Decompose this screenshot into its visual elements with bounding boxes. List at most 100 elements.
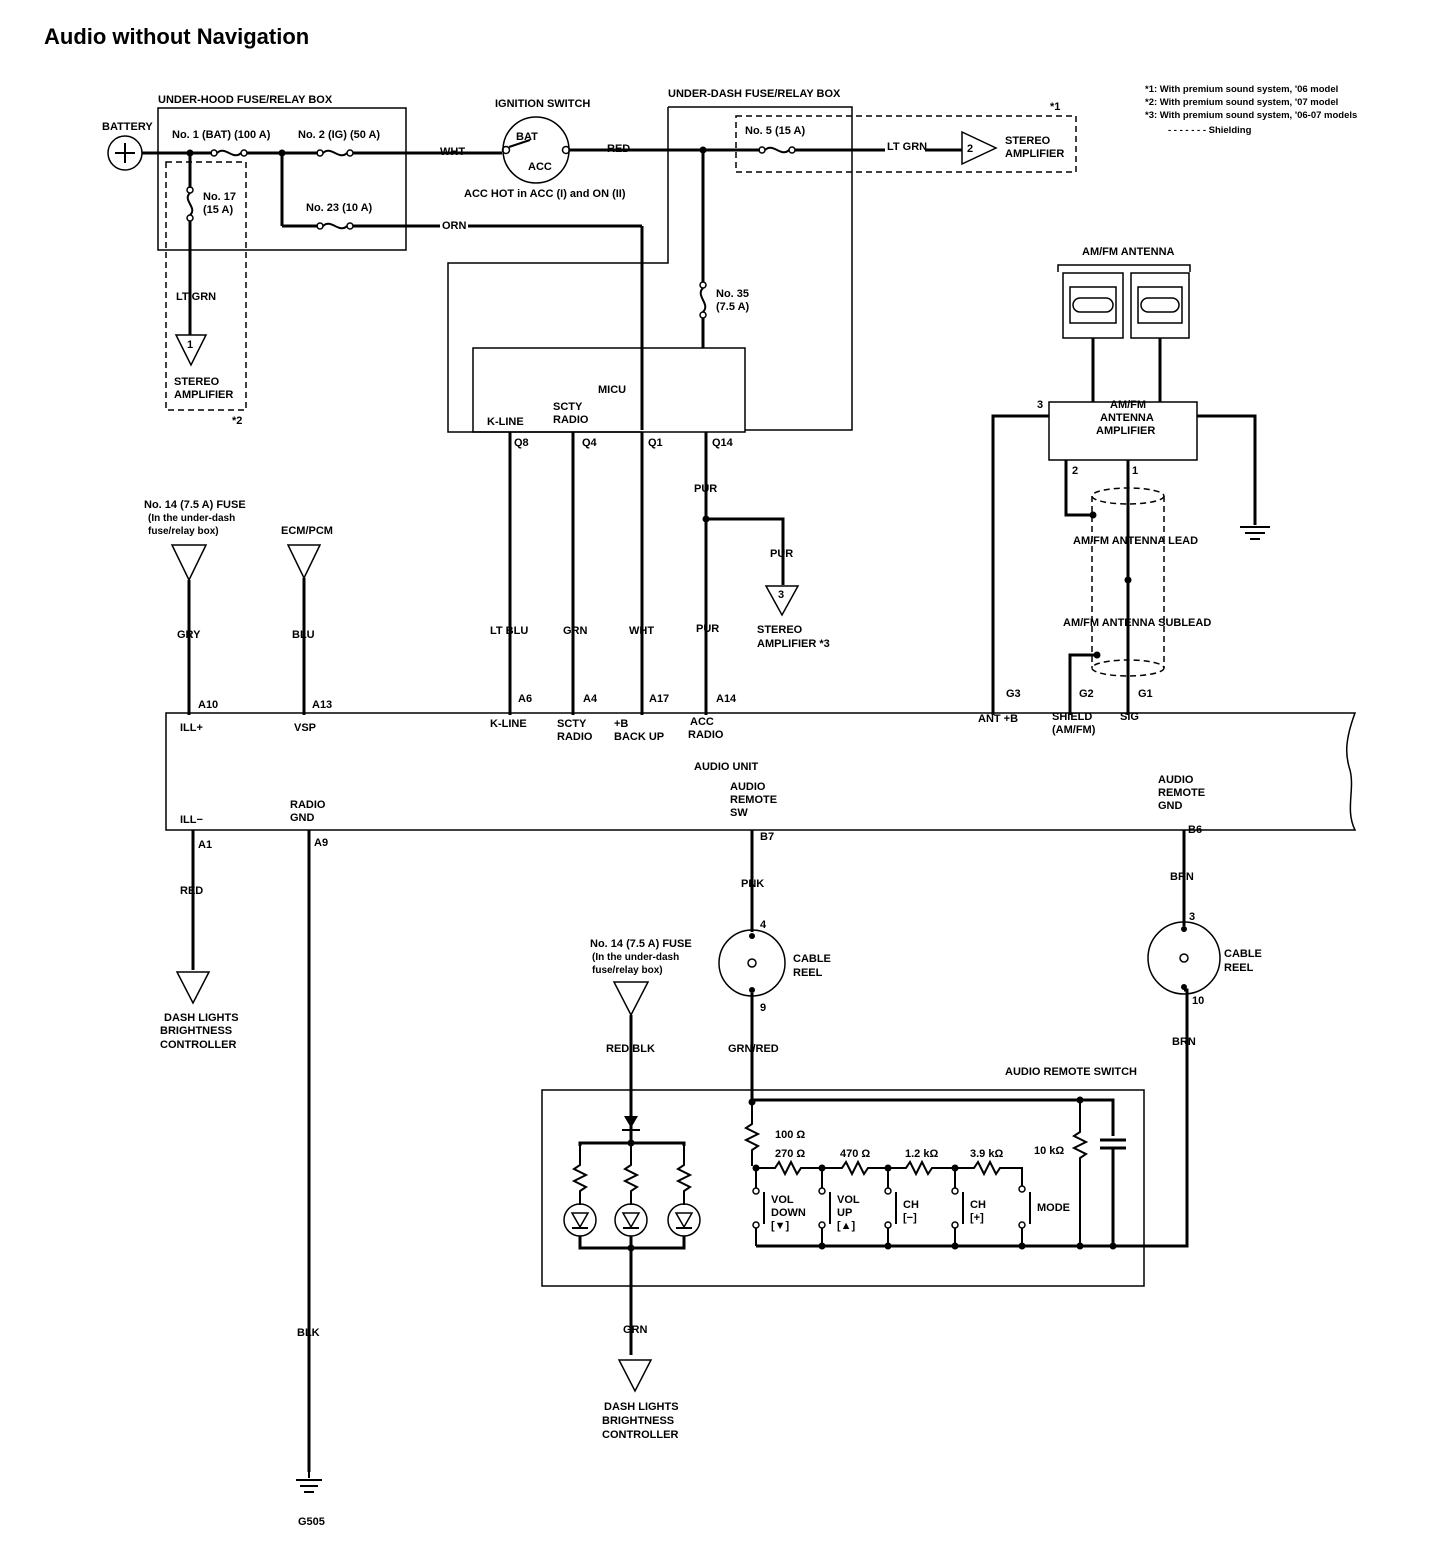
svg-text:No. 14 (7.5 A) FUSE: No. 14 (7.5 A) FUSE	[590, 938, 692, 950]
svg-text:GRN/RED: GRN/RED	[728, 1043, 779, 1055]
underhood-label: UNDER-HOOD FUSE/RELAY BOX	[158, 94, 333, 106]
svg-text:AMPLIFIER *3: AMPLIFIER *3	[757, 638, 830, 650]
svg-text:ANTENNA: ANTENNA	[1100, 412, 1154, 424]
svg-text:AMPLIFIER: AMPLIFIER	[1005, 148, 1064, 160]
svg-text:GRN: GRN	[623, 1324, 648, 1336]
stereo-amp-connector-2	[961, 130, 998, 166]
svg-text:RADIO: RADIO	[688, 729, 724, 741]
svg-text:AM/FM ANTENNA SUBLEAD: AM/FM ANTENNA SUBLEAD	[1063, 617, 1211, 629]
stereo-amp-connector-3	[764, 585, 800, 617]
svg-text:SW: SW	[730, 807, 748, 819]
antenna-1	[1062, 272, 1124, 339]
svg-text:3: 3	[1037, 399, 1043, 411]
svg-text:K-LINE: K-LINE	[487, 416, 524, 428]
svg-text:G3: G3	[1006, 688, 1021, 700]
svg-text:AMPLIFIER: AMPLIFIER	[174, 389, 233, 401]
micu-box	[472, 347, 746, 433]
note-2: *2: With premium sound system, '07 model	[1145, 97, 1338, 108]
svg-text:2: 2	[967, 143, 973, 155]
svg-text:PUR: PUR	[696, 623, 719, 635]
svg-text:GRN: GRN	[563, 625, 588, 637]
svg-text:CABLE: CABLE	[1224, 948, 1262, 960]
resistor-270	[756, 1159, 822, 1177]
switch-vol-up: VOL UP [▲]	[818, 1168, 860, 1246]
fuse-no1	[216, 149, 242, 157]
svg-text:BAT: BAT	[516, 131, 538, 143]
svg-text:AUDIO: AUDIO	[730, 781, 766, 793]
svg-text:DOWN: DOWN	[771, 1207, 806, 1219]
svg-text:ILL−: ILL−	[180, 814, 203, 826]
notes: *1: With premium sound system, '06 model…	[1145, 84, 1357, 136]
svg-text:A10: A10	[198, 699, 218, 711]
svg-text:[▼]: [▼]	[771, 1220, 790, 1232]
svg-text:No. 17: No. 17	[203, 191, 236, 203]
wire-ltgrn-label: LT GRN	[176, 291, 216, 303]
svg-text:A9: A9	[314, 837, 328, 849]
svg-text:*2: *2	[232, 415, 242, 427]
cable-reel-2	[1147, 921, 1221, 995]
svg-text:CONTROLLER: CONTROLLER	[160, 1039, 236, 1051]
svg-text:REEL: REEL	[793, 967, 823, 979]
svg-text:CH: CH	[903, 1199, 919, 1211]
remote-switch-label: AUDIO REMOTE SWITCH	[1005, 1066, 1137, 1078]
stereo-amp-connector-1	[174, 334, 208, 367]
svg-text:470 Ω: 470 Ω	[840, 1148, 870, 1160]
svg-text:BRIGHTNESS: BRIGHTNESS	[602, 1415, 674, 1427]
antenna-label: AM/FM ANTENNA	[1082, 246, 1175, 258]
svg-text:A17: A17	[649, 693, 669, 705]
svg-text:CABLE: CABLE	[793, 953, 831, 965]
svg-text:BLU: BLU	[292, 629, 315, 641]
fuse-no1-label: No. 1 (BAT) (100 A)	[172, 129, 271, 141]
fuse-no5-label: No. 5 (15 A)	[745, 125, 805, 137]
ground-g505: G505	[298, 1516, 325, 1528]
svg-text:1: 1	[1132, 465, 1138, 477]
svg-text:ACC: ACC	[528, 161, 552, 173]
svg-text:ECM/PCM: ECM/PCM	[281, 525, 333, 537]
svg-text:VOL: VOL	[771, 1194, 794, 1206]
wire-ltgrn2-label: LT GRN	[887, 141, 927, 153]
shield-box-1	[735, 115, 1077, 173]
svg-text:DASH LIGHTS: DASH LIGHTS	[164, 1012, 239, 1024]
svg-text:SCTY: SCTY	[553, 401, 583, 413]
dash-led-2	[614, 1146, 648, 1237]
svg-text:RADIO: RADIO	[290, 799, 326, 811]
svg-text:No. 14 (7.5 A) FUSE: No. 14 (7.5 A) FUSE	[144, 499, 246, 511]
svg-text:ACC: ACC	[690, 716, 714, 728]
svg-text:*1: *1	[1050, 101, 1060, 113]
svg-text:RADIO: RADIO	[557, 731, 593, 743]
svg-text:No. 35: No. 35	[716, 288, 749, 300]
resistor-10k	[1071, 1100, 1089, 1246]
svg-text:MODE: MODE	[1037, 1202, 1070, 1214]
svg-text:GND: GND	[1158, 800, 1183, 812]
page-title: Audio without Navigation	[44, 24, 309, 49]
svg-text:VOL: VOL	[837, 1194, 860, 1206]
svg-text:RED: RED	[180, 885, 203, 897]
note-3: *3: With premium sound system, '06-07 mo…	[1145, 110, 1357, 121]
switch-ch-plus: CH [+]	[951, 1168, 986, 1246]
wire-red-label: RED	[607, 143, 630, 155]
svg-text:10: 10	[1192, 995, 1204, 1007]
svg-text:270 Ω: 270 Ω	[775, 1148, 805, 1160]
svg-text:[+]: [+]	[970, 1212, 984, 1224]
svg-text:9: 9	[760, 1002, 766, 1014]
acc-hot-label: ACC HOT in ACC (I) and ON (II)	[464, 188, 626, 200]
svg-text:Q1: Q1	[648, 437, 663, 449]
svg-text:BRN: BRN	[1172, 1036, 1196, 1048]
svg-text:WHT: WHT	[629, 625, 654, 637]
svg-text:3: 3	[778, 589, 784, 601]
svg-text:1: 1	[187, 339, 193, 351]
svg-text:BACK UP: BACK UP	[614, 731, 664, 743]
underdash-label: UNDER-DASH FUSE/RELAY BOX	[668, 88, 841, 100]
svg-text:DASH LIGHTS: DASH LIGHTS	[604, 1401, 679, 1413]
svg-text:A4: A4	[583, 693, 598, 705]
dash-lights-connector-1	[175, 971, 211, 1005]
svg-text:(In the under-dash: (In the under-dash	[148, 513, 235, 524]
svg-text:STEREO: STEREO	[757, 624, 803, 636]
svg-text:Q14: Q14	[712, 437, 734, 449]
svg-text:AM/FM: AM/FM	[1110, 399, 1146, 411]
micu-label: MICU	[598, 384, 626, 396]
svg-text:1.2 kΩ: 1.2 kΩ	[905, 1148, 938, 1160]
svg-text:3.9 kΩ: 3.9 kΩ	[970, 1148, 1003, 1160]
dash-led-1	[563, 1146, 597, 1237]
